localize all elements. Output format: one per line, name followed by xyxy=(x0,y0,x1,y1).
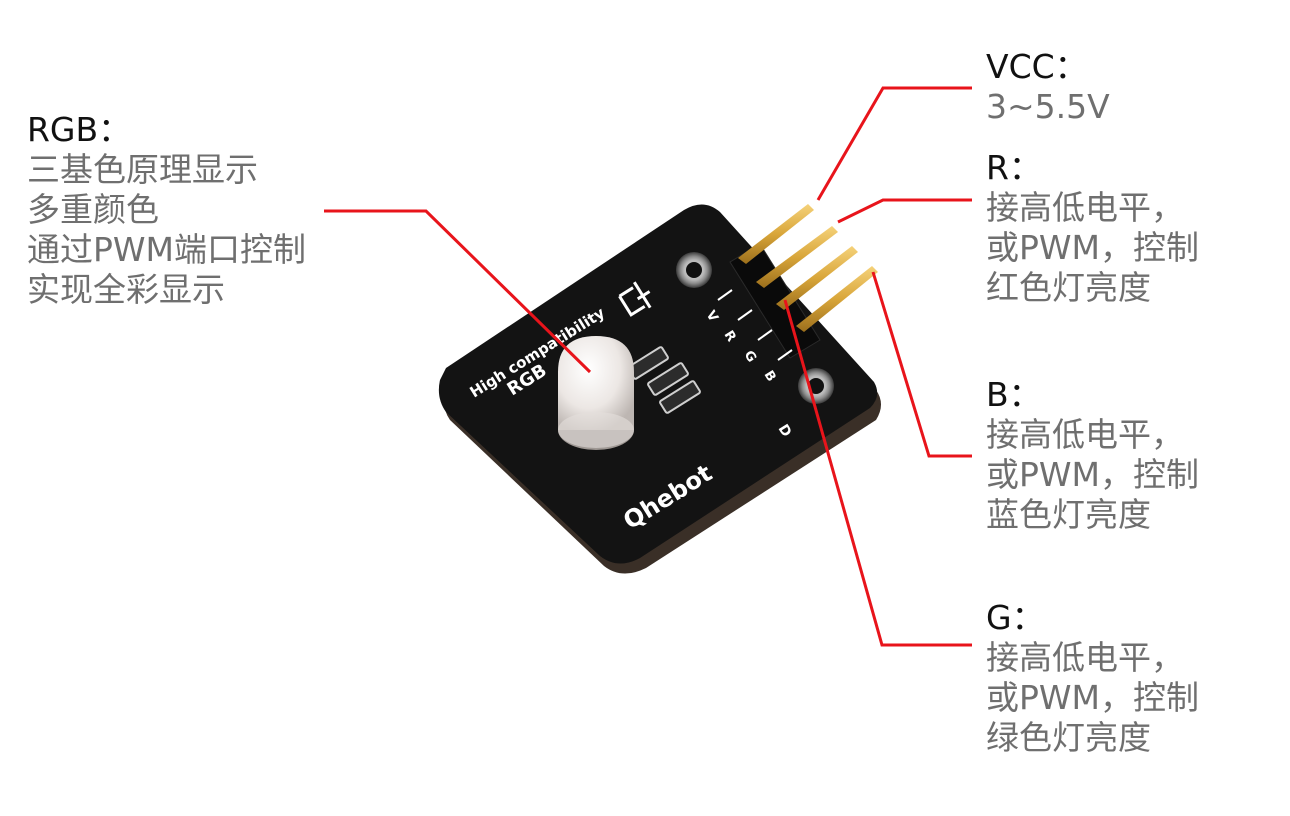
annotation-rgb-line: 通过PWM端口控制 xyxy=(27,230,307,269)
annotation-r-title: R： xyxy=(986,148,1042,187)
annotation-b-line: 蓝色灯亮度 xyxy=(986,495,1151,534)
annotation-vcc-line: 3~5.5V xyxy=(986,87,1110,126)
annotation-b-line: 接高低电平， xyxy=(986,415,1184,454)
annotation-vcc: VCC： 3~5.5V xyxy=(986,47,1110,127)
leader-line-b xyxy=(871,271,972,458)
annotation-rgb-line: 三基色原理显示 xyxy=(27,150,258,189)
leader-line-r xyxy=(837,198,972,224)
pin-separators xyxy=(717,289,793,361)
annotation-r-line: 或PWM，控制 xyxy=(986,228,1200,267)
annotation-r-line: 红色灯亮度 xyxy=(986,268,1151,307)
annotation-b: B： 接高低电平， 或PWM，控制 蓝色灯亮度 xyxy=(986,375,1199,535)
annotation-vcc-title: VCC： xyxy=(986,47,1088,86)
header-pins xyxy=(738,204,878,332)
annotation-g-line: 接高低电平， xyxy=(986,638,1184,677)
leader-line-rgb xyxy=(324,209,592,374)
annotation-g: G： 接高低电平， 或PWM，控制 绿色灯亮度 xyxy=(986,598,1199,758)
annotation-rgb-line: 多重颜色 xyxy=(27,190,159,229)
annotation-r: R： 接高低电平， 或PWM，控制 红色灯亮度 xyxy=(986,148,1199,308)
annotation-b-line: 或PWM，控制 xyxy=(986,455,1200,494)
annotation-rgb: RGB： 三基色原理显示 多重颜色 通过PWM端口控制 实现全彩显示 xyxy=(27,110,306,310)
annotation-g-line: 绿色灯亮度 xyxy=(986,718,1151,757)
leader-lines xyxy=(324,86,972,647)
annotation-g-line: 或PWM，控制 xyxy=(986,678,1200,717)
leader-line-vcc xyxy=(816,86,972,201)
annotation-rgb-line: 实现全彩显示 xyxy=(27,270,225,309)
annotation-rgb-title: RGB： xyxy=(27,110,132,149)
annotation-g-title: G： xyxy=(986,598,1045,637)
silkscreen-logo-icon xyxy=(618,281,652,317)
annotation-r-line: 接高低电平， xyxy=(986,188,1184,227)
leader-line-g xyxy=(783,299,972,647)
annotation-b-title: B： xyxy=(986,375,1042,414)
